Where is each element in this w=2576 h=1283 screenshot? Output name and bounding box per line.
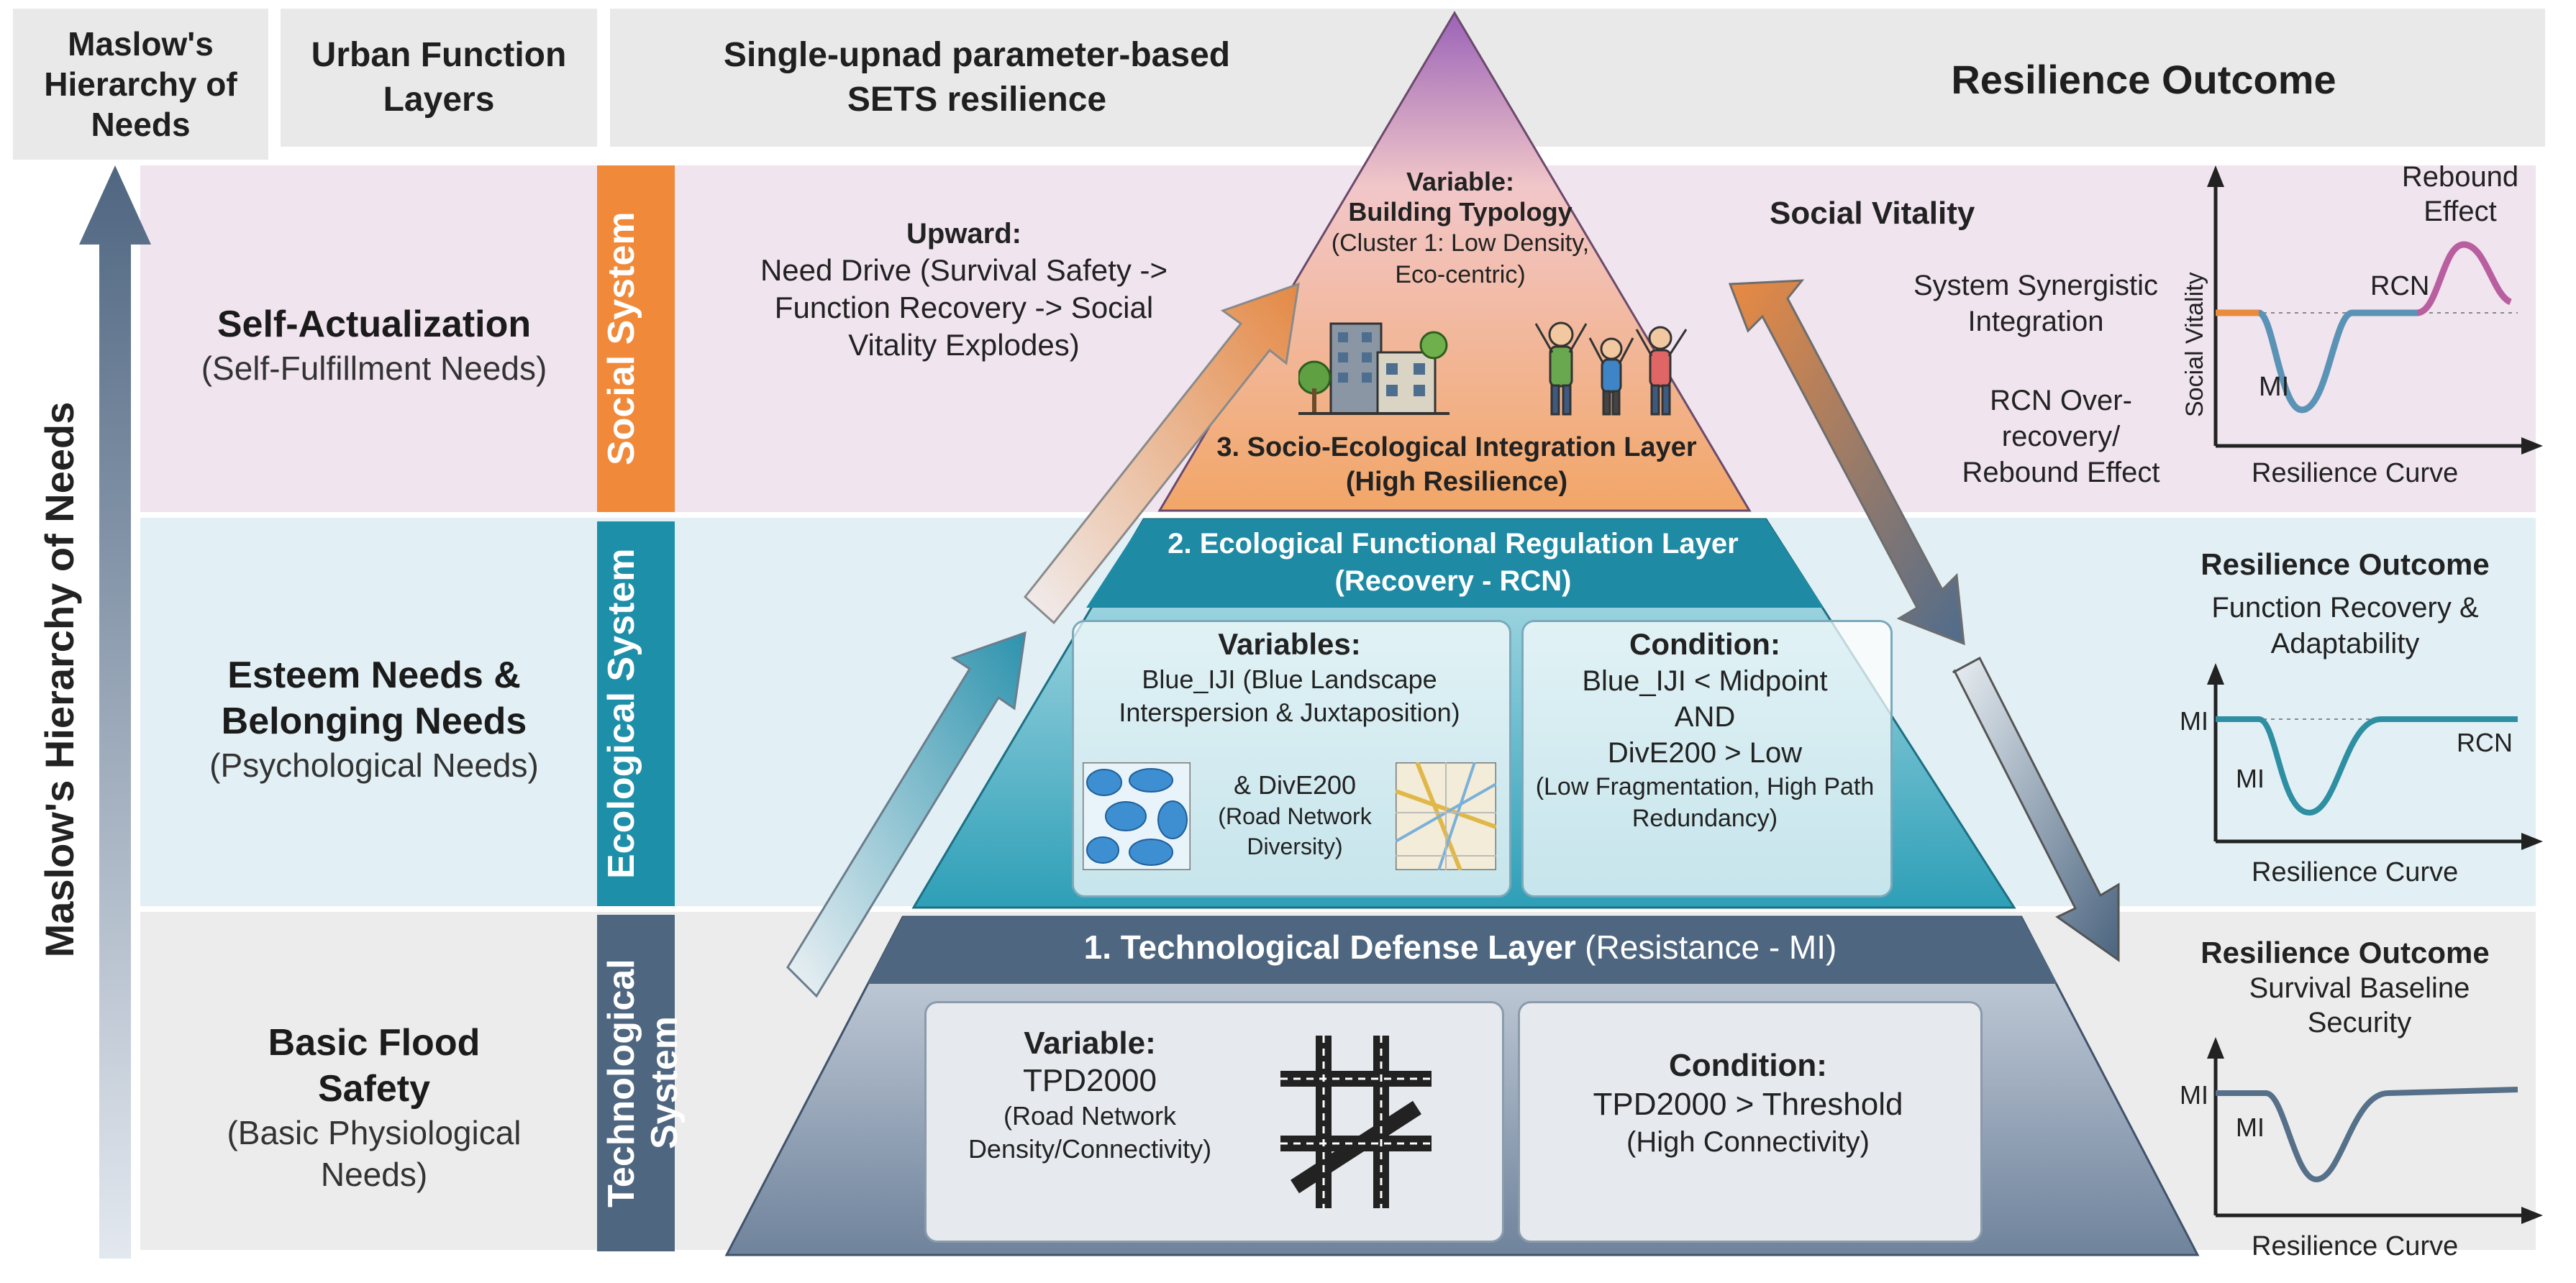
svg-text:MI: MI [2259, 372, 2289, 402]
maslow-axis-arrow [79, 165, 151, 1259]
row-label-esteem: Esteem Needs & Belonging Needs (Psycholo… [209, 654, 539, 784]
outcome-tech-line1: Survival Baseline Security [2249, 972, 2470, 1038]
svg-text:MI: MI [2236, 764, 2265, 793]
layer1-condition-text: Condition: TPD2000 > Threshold (High Con… [1593, 1048, 1903, 1158]
people-cheering-icon [1534, 321, 1688, 416]
svg-text:Resilience Curve: Resilience Curve [2252, 1231, 2458, 1261]
layer2-divE200-text: & DivE200 (Road Network Diversity) [1218, 770, 1372, 859]
row-label-self-actualization: Self-Actualization (Self-Fulfillment Nee… [201, 303, 547, 387]
outcome-eco-line1: Function Recovery & Adaptability [2211, 592, 2479, 659]
road-network-map-icon [1396, 762, 1496, 870]
blue-landscape-icon [1083, 762, 1191, 870]
upward-arrow-lower [786, 631, 1027, 998]
layer2-condition-text: Condition: Blue_IJI < Midpoint AND DivE2… [1535, 627, 1875, 832]
svg-text:MI: MI [2180, 1080, 2208, 1110]
row-label-basic-flood: Basic Flood Safety (Basic Physiological … [227, 1022, 522, 1193]
outcome-social-rebound-label: Rebound Effect [2401, 161, 2519, 227]
double-arrow-social-eco [1728, 279, 1965, 646]
chart-social-vitality: MI RCN Social Vitality Resilience Curve [2181, 165, 2543, 488]
layer1-condition-box [1518, 1001, 1983, 1243]
svg-text:MI: MI [2236, 1113, 2265, 1142]
header-resilience-outcome: Resilience Outcome [1951, 56, 2336, 102]
layer3-variable: Variable: Building Typology (Cluster 1: … [1331, 167, 1590, 288]
layer3-band-label: 3. Socio-Ecological Integration Layer (H… [1216, 432, 1697, 497]
header-sets-resilience: Single-upnad parameter-based SETS resili… [610, 9, 2545, 147]
layer2-condition-box [1521, 620, 1893, 898]
svg-text:RCN: RCN [2370, 271, 2429, 301]
svg-text:Social Vitality: Social Vitality [2181, 272, 2208, 417]
layer2-band-label: 2. Ecological Functional Regulation Laye… [1168, 528, 1739, 597]
buildings-trees-icon [1298, 322, 1449, 415]
road-grid-icon [1280, 1036, 1432, 1208]
svg-text:RCN: RCN [2457, 728, 2513, 757]
outcome-eco-title: Resilience Outcome [2200, 547, 2490, 581]
svg-text:Resilience Curve: Resilience Curve [2252, 857, 2458, 887]
down-arrow-eco-tech [1952, 656, 2120, 962]
outcome-social-line1: System Synergistic Integration [1913, 270, 2159, 337]
header-urban-function: Urban Function Layers [281, 9, 597, 147]
svg-text:Resilience Curve: Resilience Curve [2252, 458, 2458, 488]
header-maslow: Maslow's Hierarchy of Needs [13, 9, 268, 160]
svg-text:MI: MI [2180, 706, 2208, 736]
outcome-social-line2: RCN Over-recovery/ Rebound Effect [1962, 385, 2160, 488]
chart-tech-resilience: MI MI Resilience Curve [2180, 1037, 2543, 1261]
upward-arrow-upper [1023, 282, 1300, 625]
layer1-variable-text: Variable: TPD2000 (Road Network Density/… [968, 1026, 1212, 1164]
layer1-band-label: 1. Technological Defense Layer (Resistan… [1083, 928, 1837, 966]
outcome-tech-title: Resilience Outcome [2200, 936, 2490, 969]
chart-eco-resilience: MI MI RCN Resilience Curve [2180, 663, 2543, 887]
upward-label: Upward: Need Drive (Survival Safety -> F… [760, 218, 1168, 362]
outcome-social-title: Social Vitality [1770, 196, 1975, 231]
layer2-variables-text: Variables: Blue_IJI (Blue Landscape Inte… [1119, 627, 1460, 727]
